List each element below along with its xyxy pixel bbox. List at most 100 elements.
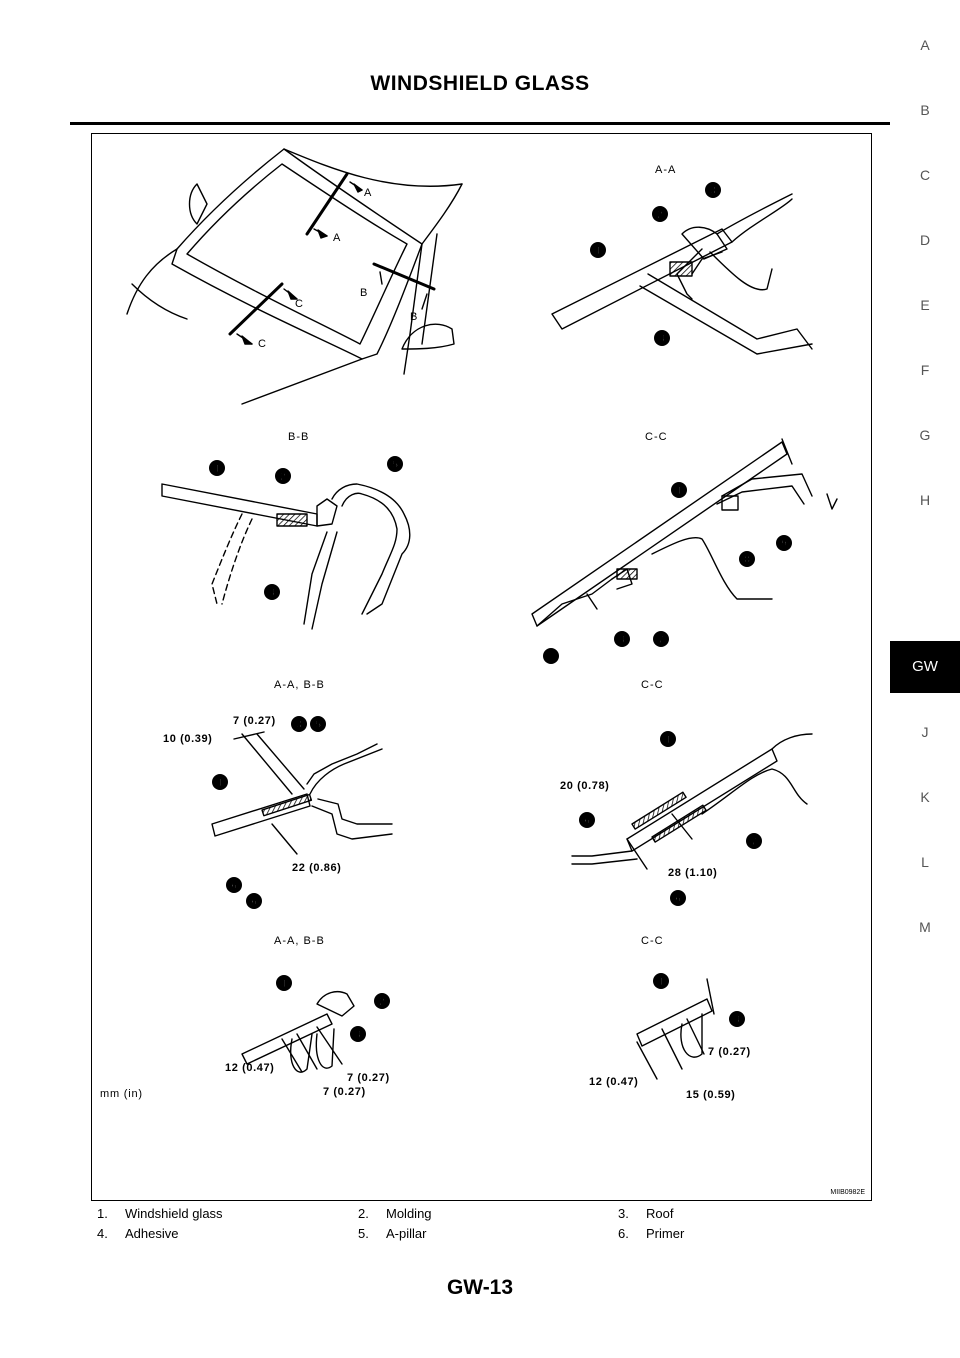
legend-label: Primer (646, 1226, 685, 1241)
dimension-label: 7 (0.27) (323, 1086, 366, 1098)
callout-4: 4 (614, 631, 630, 647)
tab-m[interactable]: M (919, 919, 931, 935)
callout-4: 4 (264, 584, 280, 600)
callout-6: 6 (670, 890, 686, 906)
callout-2: 2 (374, 993, 390, 1009)
callout-6: 6 (579, 812, 595, 828)
svg-text:1: 1 (665, 734, 671, 746)
legend-number: 6. (618, 1226, 629, 1241)
legend-item: 5. A-pillar (358, 1226, 426, 1241)
tab-e[interactable]: E (920, 297, 930, 313)
callout-7: 7 (746, 833, 762, 849)
callout-1: 1 (653, 973, 669, 989)
legend-number: 1. (97, 1206, 108, 1221)
svg-text:6: 6 (251, 896, 257, 908)
legend-number: 3. (618, 1206, 629, 1221)
callout-4: 4 (654, 330, 670, 346)
svg-text:6: 6 (675, 893, 681, 905)
tab-c[interactable]: C (919, 167, 931, 183)
callout-3: 3 (705, 182, 721, 198)
tab-f[interactable]: F (920, 362, 930, 378)
legend-row: 4. Adhesive 5. A-pillar 6. Primer (97, 1226, 877, 1246)
callout-4: 4 (350, 1026, 366, 1042)
tab-b[interactable]: B (920, 102, 930, 118)
callout-1: 1 (590, 242, 606, 258)
view-letter-b-lower: B (410, 311, 419, 323)
dimension-label: 7 (0.27) (708, 1046, 751, 1058)
tab-a[interactable]: A (920, 37, 930, 53)
svg-text:4: 4 (619, 634, 626, 646)
section-cc-small-drawing (636, 978, 715, 1080)
svg-text:6: 6 (231, 880, 237, 892)
windshield-overview-drawing (126, 148, 463, 405)
callout-2: 2 (652, 206, 668, 222)
figure-id: MIIB0982E (830, 1189, 865, 1196)
callout-3: 3 (291, 716, 307, 732)
tab-g[interactable]: G (919, 427, 931, 443)
view-letter-b-upper: B (360, 287, 369, 299)
view-letter-c-lower: C (258, 338, 267, 350)
legend-item: 6. Primer (618, 1226, 684, 1241)
view-letter-a-upper: A (364, 187, 373, 199)
legend-number: 2. (358, 1206, 369, 1221)
svg-text:1: 1 (281, 978, 287, 990)
legend-label: Adhesive (125, 1226, 179, 1241)
callout-8: 8 (739, 551, 755, 567)
section-cc-upper-drawing (531, 438, 838, 627)
callout-5: 5 (387, 456, 403, 472)
tab-l[interactable]: L (921, 854, 929, 870)
section-cc-dimension-drawing (571, 733, 813, 870)
tab-k[interactable]: K (920, 789, 930, 805)
section-aabb-dimension-drawing (211, 731, 393, 855)
tab-d[interactable]: D (919, 232, 931, 248)
legend-number: 4. (97, 1226, 108, 1241)
svg-text:3: 3 (710, 185, 716, 197)
section-label-bb: B-B (288, 431, 310, 443)
callout-2: 2 (275, 468, 291, 484)
legend-row: 1.Windshield glass 2.Molding 3.Roof (97, 1206, 877, 1226)
units-note: mm (in) (100, 1088, 143, 1100)
svg-text:7: 7 (658, 634, 664, 646)
svg-text:4: 4 (659, 333, 666, 345)
dimension-label: 15 (0.59) (686, 1089, 736, 1101)
tab-gw[interactable]: GW (890, 641, 960, 693)
dimension-label: 12 (0.47) (589, 1076, 639, 1088)
page-number: GW-13 (446, 1276, 514, 1299)
callout-10: 10 (543, 648, 559, 664)
section-label-aabb-1: A-A, B-B (274, 679, 325, 691)
callout-1: 1 (671, 482, 687, 498)
callout-1: 1 (660, 731, 676, 747)
dimension-label: 20 (0.78) (560, 780, 610, 792)
dimension-label: 10 (0.39) (163, 733, 213, 745)
section-aa-drawing (551, 193, 813, 355)
legend-number: 5. (358, 1226, 369, 1241)
legend-item: 3. Roof (618, 1206, 673, 1221)
tab-j[interactable]: J (921, 724, 929, 740)
callout-1: 1 (212, 774, 228, 790)
dimension-label: 7 (0.27) (347, 1072, 390, 1084)
dimension-label: 22 (0.86) (292, 862, 342, 874)
svg-text:2: 2 (280, 471, 286, 483)
svg-text:5: 5 (315, 719, 321, 731)
svg-text:6: 6 (584, 815, 590, 827)
section-label-cc-1: C-C (645, 431, 668, 443)
legend-label: A-pillar (386, 1226, 427, 1241)
section-label-aabb-2: A-A, B-B (274, 935, 325, 947)
svg-text:4: 4 (355, 1029, 362, 1041)
legend-label: Windshield glass (125, 1206, 223, 1221)
svg-text:7: 7 (751, 836, 757, 848)
callout-markers: 3 2 1 4 1 2 5 4 1 9 8 4 7 10 3 5 1 6 6 1… (209, 182, 792, 1042)
tab-h[interactable]: H (919, 492, 931, 508)
svg-text:4: 4 (734, 1014, 741, 1026)
callout-6: 6 (246, 893, 262, 909)
dimension-label: 28 (1.10) (668, 867, 718, 879)
parts-legend: 1.Windshield glass 2.Molding 3.Roof 4.Ad… (97, 1206, 877, 1246)
legend-label: Roof (646, 1206, 674, 1221)
svg-text:5: 5 (392, 459, 398, 471)
svg-text:1: 1 (676, 485, 682, 497)
dimension-label: 7 (0.27) (233, 715, 276, 727)
svg-text:10: 10 (546, 652, 556, 662)
svg-text:1: 1 (217, 777, 223, 789)
svg-text:2: 2 (379, 996, 385, 1008)
svg-text:8: 8 (744, 554, 750, 566)
